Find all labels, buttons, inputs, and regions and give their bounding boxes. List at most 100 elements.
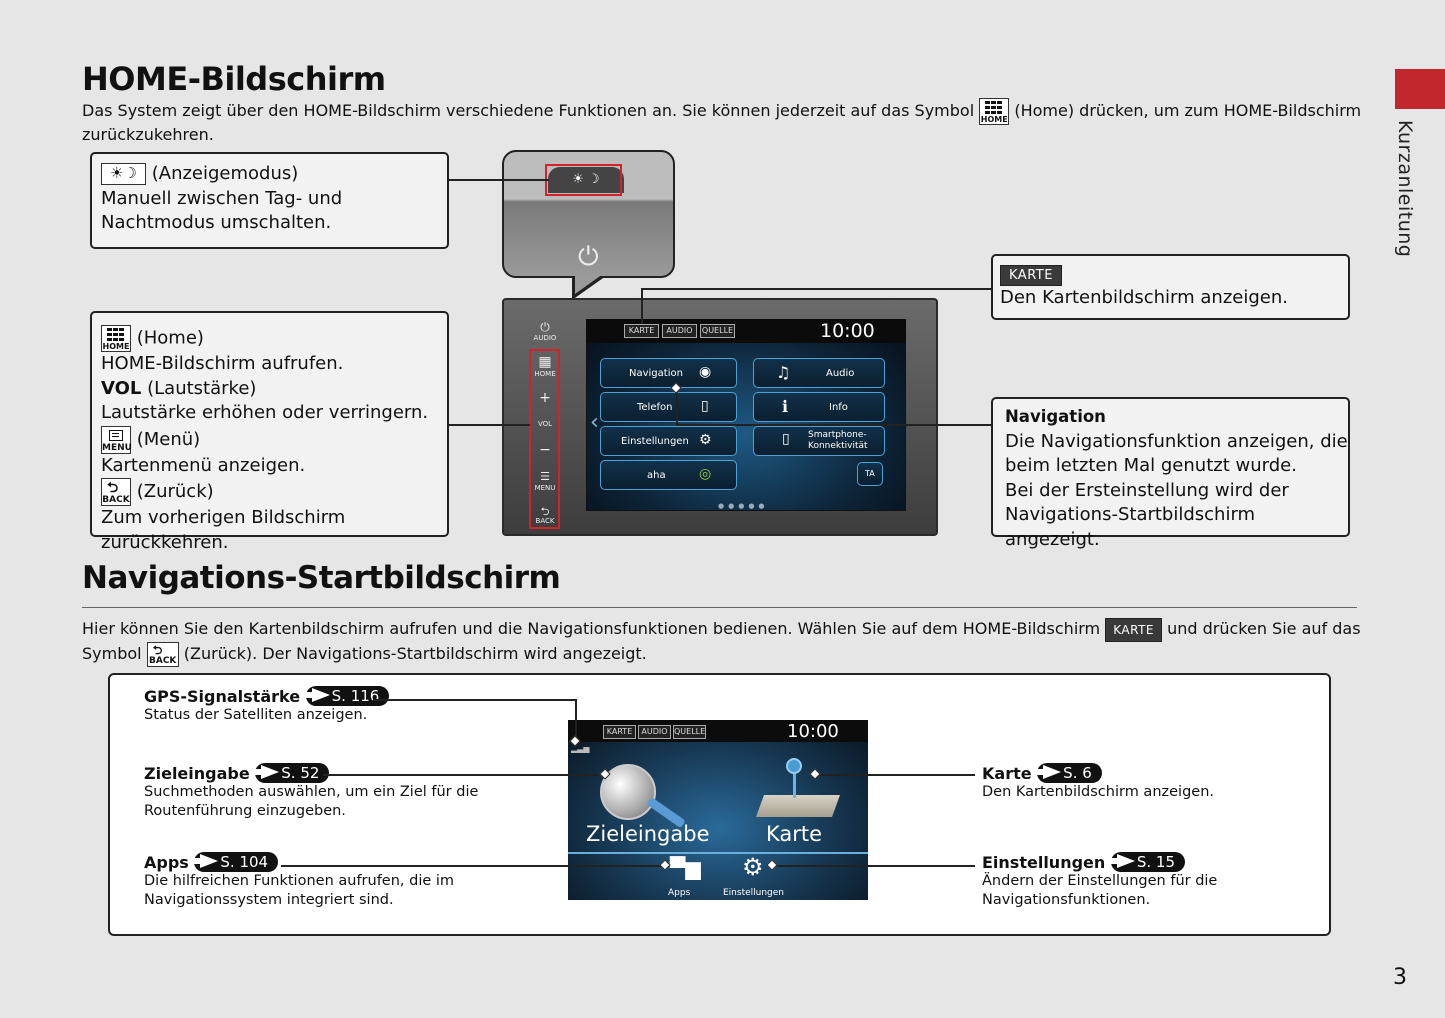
ref-karte-link[interactable]: S. 6: [1035, 763, 1102, 783]
bubble-pointer-fill: [575, 274, 603, 294]
arrow-ref-icon: [1108, 854, 1135, 868]
map-icon[interactable]: [755, 795, 841, 817]
side-buttons-highlight: [529, 349, 560, 529]
aha-app-icon: ◎: [699, 466, 712, 482]
home-icon: HOME: [979, 98, 1010, 125]
nav-einst-label[interactable]: Einstellungen: [723, 888, 785, 898]
nav-section-rule: [82, 607, 1357, 608]
tile-audio[interactable]: ♫Audio: [753, 358, 885, 388]
callout-karte: KARTE Den Kartenbildschirm anzeigen.: [991, 254, 1350, 320]
item-karte: Karte S. 6 Den Kartenbildschirm anzeigen…: [982, 763, 1214, 800]
info-icon: ℹ: [782, 397, 789, 416]
ref-ziel-link[interactable]: S. 52: [253, 763, 330, 783]
vol-down-icon[interactable]: −: [539, 442, 551, 458]
menu-button-label: MENU: [534, 484, 556, 492]
connector-karte: [815, 774, 975, 776]
phone-icon: ▯: [701, 398, 709, 414]
quelle-screen-button[interactable]: QUELLE: [700, 324, 735, 338]
connector-display-mode: [449, 179, 549, 181]
item-gps: GPS-Signalstärke S. 116 Status der Satel…: [144, 686, 390, 725]
tile-aha[interactable]: aha◎: [600, 460, 737, 490]
menu-button-icon[interactable]: ☰: [540, 470, 550, 483]
connector-side-buttons: [449, 424, 530, 426]
chapter-tab-label: Kurzanleitung: [1394, 120, 1416, 258]
power-icon: ⏻: [578, 242, 599, 272]
karte-badge: KARTE: [1000, 265, 1062, 286]
map-pin-icon: [786, 758, 802, 774]
arrow-ref-icon: [1035, 765, 1062, 779]
tile-einstellungen[interactable]: Einstellungen⚙: [600, 426, 737, 456]
connector-karte-v: [641, 288, 643, 324]
gear-icon: ⚙: [699, 432, 712, 448]
tile-telefon[interactable]: Telefon▯: [600, 392, 737, 422]
karte-screen-button[interactable]: KARTE: [624, 324, 659, 338]
vol-up-icon[interactable]: +: [539, 390, 551, 406]
connector-gps-h: [373, 699, 576, 701]
menu-icon: MENU: [101, 425, 132, 454]
item-apps: Apps S. 104 Die hilfreichen Funktionen a…: [144, 852, 455, 908]
back-button-icon[interactable]: ⮌: [540, 505, 550, 518]
audio-screen-button[interactable]: AUDIO: [662, 324, 697, 338]
audio-label: AUDIO: [533, 334, 557, 342]
connector-apps: [281, 865, 665, 867]
nav-karte-button[interactable]: KARTE: [603, 725, 636, 739]
callout-display-mode: ☀☽ (Anzeigemodus) Manuell zwischen Tag- …: [90, 152, 449, 249]
page-indicator-dots: ●●●●●: [718, 502, 769, 510]
connector-navigation-v: [676, 388, 678, 425]
settings-gear-icon[interactable]: ⚙: [742, 853, 764, 881]
item-einst: Einstellungen S. 15 Ändern der Einstellu…: [982, 852, 1218, 908]
vol-label: VOL: [537, 420, 553, 428]
ref-gps-link[interactable]: S. 116: [303, 686, 390, 706]
day-night-icon: ☀☽: [101, 163, 146, 185]
karte-badge: KARTE: [1105, 618, 1162, 642]
nav-quelle-button[interactable]: QUELLE: [673, 725, 706, 739]
apps-folder-icon[interactable]: ▀▆: [670, 856, 701, 880]
page-number: 3: [1393, 965, 1407, 990]
back-icon: ⮌BACK: [146, 642, 179, 667]
callout-side-buttons: HOME (Home) HOME-Bildschirm aufrufen. VO…: [90, 311, 449, 553]
scroll-left-chevron-icon[interactable]: ‹: [590, 410, 599, 435]
nav-section-intro: Hier können Sie den Kartenbildschirm auf…: [82, 618, 1361, 667]
back-icon: ⮌BACK: [101, 478, 131, 506]
tile-navigation[interactable]: Navigation◉: [600, 358, 737, 388]
nav-divider: [568, 852, 868, 854]
gps-signal-icon: ▂▃▅: [571, 744, 590, 753]
chapter-tab-marker: [1395, 69, 1445, 109]
screen-clock: 10:00: [820, 320, 875, 342]
nav-karte-label[interactable]: Karte: [766, 822, 823, 846]
display-mode-closeup: ☀ ☽ ⏻: [502, 150, 675, 278]
day-night-highlight: [545, 164, 622, 196]
nav-ziel-label[interactable]: Zieleingabe: [586, 822, 710, 846]
nav-audio-button[interactable]: AUDIO: [638, 725, 671, 739]
ref-einst-link[interactable]: S. 15: [1108, 852, 1186, 872]
item-ziel: Zieleingabe S. 52 Suchmethoden auswählen…: [144, 763, 479, 819]
home-section-title: HOME-Bildschirm: [82, 60, 386, 98]
tile-smartphone[interactable]: ▯Smartphone-Konnektivität: [753, 426, 885, 456]
power-audio-icon: ⏻: [540, 320, 550, 334]
music-note-icon: ♫: [776, 363, 791, 382]
arrow-ref-icon: [253, 765, 280, 779]
compass-icon: ◉: [699, 364, 712, 380]
arrow-ref-icon: [303, 688, 330, 702]
ref-apps-link[interactable]: S. 104: [192, 852, 279, 872]
home-icon: HOME: [101, 325, 131, 352]
connector-gps-v: [575, 699, 577, 741]
back-button-label: BACK: [535, 517, 555, 525]
nav-apps-label[interactable]: Apps: [668, 888, 691, 898]
home-button-label: HOME: [534, 370, 556, 378]
nav-section-title: Navigations-Startbildschirm: [82, 560, 561, 596]
callout-navigation: Navigation Die Navigationsfunktion anzei…: [991, 397, 1350, 550]
day-night-button-closeup: ☀ ☽: [548, 167, 624, 193]
connector-einst: [772, 865, 975, 867]
home-grid-icon[interactable]: ▦: [538, 354, 552, 370]
arrow-ref-icon: [192, 854, 219, 868]
connector-karte-h: [641, 288, 991, 290]
map-pin-needle: [793, 774, 796, 798]
tile-ta[interactable]: TA: [857, 462, 883, 486]
connector-ziel: [323, 774, 605, 776]
nav-clock: 10:00: [787, 721, 839, 742]
home-section-intro: Das System zeigt über den HOME-Bildschir…: [82, 98, 1372, 145]
connector-navigation-h: [676, 424, 991, 426]
smartphone-icon: ▯: [782, 431, 790, 447]
